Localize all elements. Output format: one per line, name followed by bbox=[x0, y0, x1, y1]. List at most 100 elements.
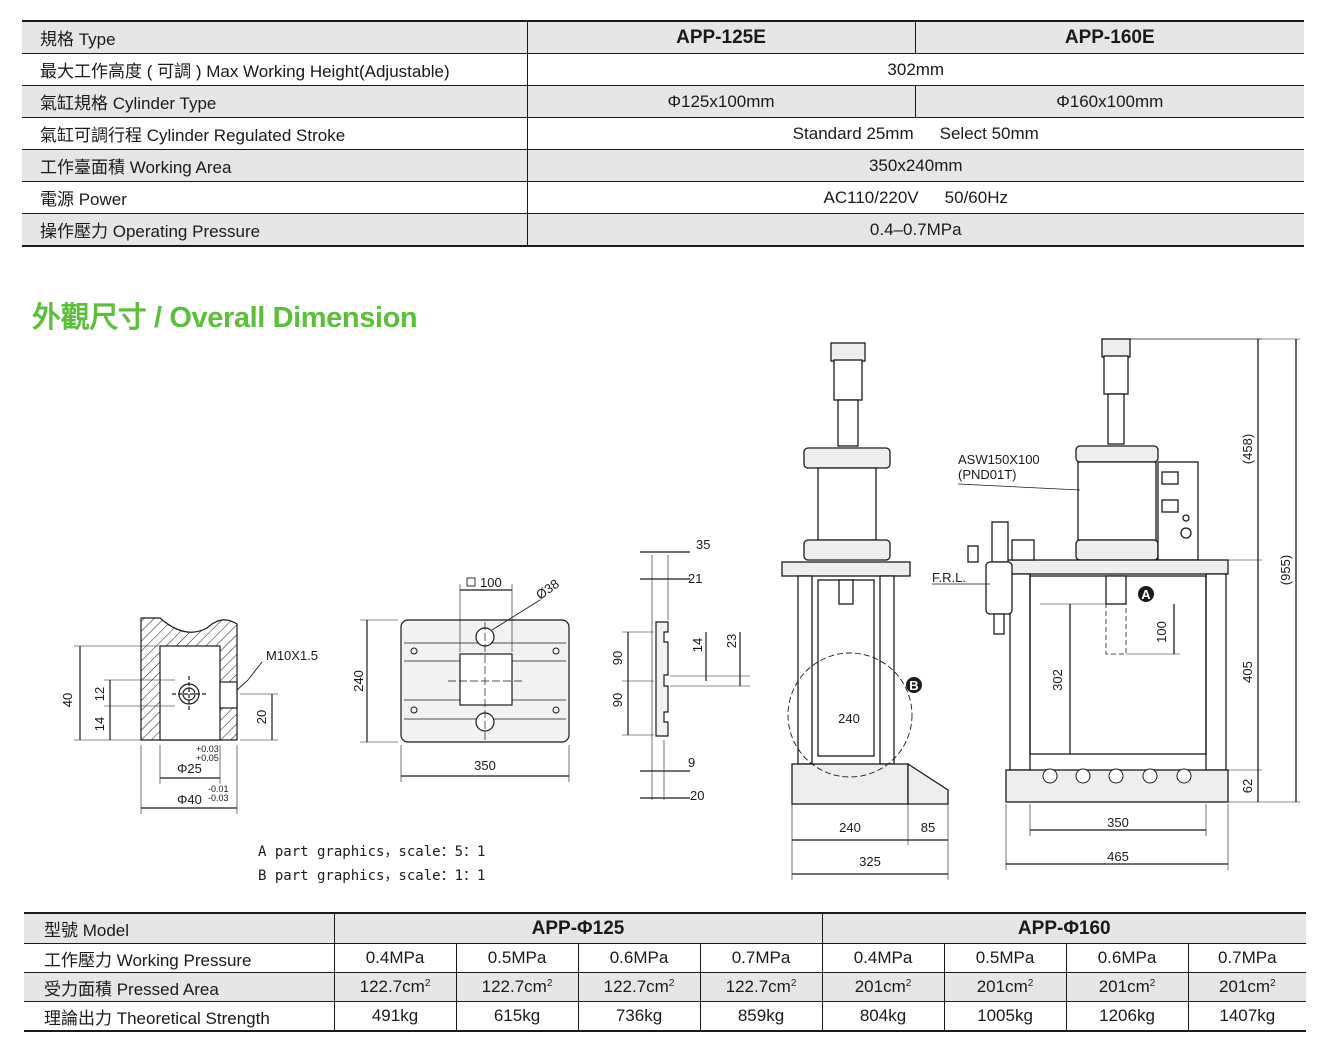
dim-90-lower: 90 bbox=[610, 693, 625, 707]
area-unit-sup: 2 bbox=[546, 978, 553, 989]
stroke-select: Select 50mm bbox=[939, 123, 1039, 143]
press-front-view bbox=[781, 342, 949, 880]
model-cell: 0.5MPa bbox=[944, 943, 1067, 973]
dim-phi25: Φ25 bbox=[177, 761, 202, 776]
spec-row-value-b: Φ160x100mm bbox=[915, 85, 1304, 118]
area-unit-sup: 2 bbox=[1270, 978, 1276, 989]
dim-405: 405 bbox=[1240, 661, 1255, 683]
dim-12: 12 bbox=[92, 687, 107, 701]
spec-row-label: 電源 Power bbox=[22, 181, 528, 214]
dim-23: 23 bbox=[724, 634, 739, 648]
area-unit-sup: 2 bbox=[424, 978, 431, 989]
marker-b: B bbox=[909, 678, 918, 693]
dim-14: 14 bbox=[92, 717, 107, 731]
model-cell: 1005kg bbox=[944, 1001, 1067, 1032]
dim-21: 21 bbox=[688, 571, 702, 586]
spec-row-value: 302mm bbox=[527, 53, 1304, 86]
dim-40: 40 bbox=[60, 693, 75, 707]
area-value: 201cm bbox=[854, 977, 906, 996]
model-header-a: APP-Φ125 bbox=[334, 912, 823, 944]
spec-row: 電源 Power AC110/220V 50/60Hz bbox=[22, 181, 1304, 214]
model-cell: 0.7MPa bbox=[700, 943, 823, 973]
power-frequency: 50/60Hz bbox=[944, 187, 1008, 207]
spec-header-label: 規格 Type bbox=[22, 20, 528, 54]
spec-row: 最大工作高度 ( 可調 ) Max Working Height(Adjusta… bbox=[22, 53, 1304, 86]
dim-100: 100 bbox=[1154, 621, 1169, 643]
marker-a-circle bbox=[1138, 586, 1154, 602]
dim-350: 350 bbox=[474, 758, 496, 773]
caption-part-b: B part graphics，scale：1：1 bbox=[258, 868, 485, 884]
table-top-plan bbox=[360, 577, 570, 782]
model-cell: 201cm2 bbox=[1066, 972, 1189, 1002]
model-cell: 122.7cm2 bbox=[334, 972, 457, 1002]
model-row-strength: 理論出力 Theoretical Strength 491kg 615kg 73… bbox=[24, 1001, 1307, 1032]
power-voltage: AC110/220V bbox=[823, 187, 919, 207]
spec-table: 規格 Type APP-125E APP-160E 最大工作高度 ( 可調 ) … bbox=[22, 20, 1304, 247]
model-cell: 122.7cm2 bbox=[700, 972, 823, 1002]
model-cell: 0.7MPa bbox=[1188, 943, 1307, 973]
spec-row: 氣缸規格 Cylinder Type Φ125x100mm Φ160x100mm bbox=[22, 85, 1304, 118]
dim-62: 62 bbox=[1240, 779, 1255, 793]
marker-b-circle bbox=[906, 677, 922, 693]
model-table: 型號 Model APP-Φ125 APP-Φ160 工作壓力 Working … bbox=[24, 912, 1307, 1032]
dim-325: 325 bbox=[859, 854, 881, 869]
area-value: 201cm bbox=[1098, 977, 1150, 996]
dim-240: 240 bbox=[351, 670, 366, 692]
spec-row-label: 氣缸規格 Cylinder Type bbox=[22, 85, 528, 118]
model-cell: 615kg bbox=[456, 1001, 579, 1032]
dim-square-100: 100 bbox=[480, 575, 502, 590]
dim-phi40-tol-upper: -0.01 bbox=[208, 784, 229, 794]
dim-955: (955) bbox=[1278, 555, 1293, 585]
area-value: 122.7cm bbox=[725, 977, 791, 996]
spec-header-row: 規格 Type APP-125E APP-160E bbox=[22, 20, 1304, 54]
spec-row: 工作臺面積 Working Area 350x240mm bbox=[22, 149, 1304, 182]
model-row-pressure: 工作壓力 Working Pressure 0.4MPa 0.5MPa 0.6M… bbox=[24, 943, 1307, 973]
model-cell: 0.6MPa bbox=[1066, 943, 1189, 973]
dim-302: 302 bbox=[1050, 669, 1065, 691]
model-cell: 859kg bbox=[700, 1001, 823, 1032]
dim-phi40: Φ40 bbox=[177, 792, 202, 807]
spec-row-label: 工作臺面積 Working Area bbox=[22, 149, 528, 182]
area-value: 201cm bbox=[976, 977, 1028, 996]
area-value: 122.7cm bbox=[481, 977, 547, 996]
caption-part-a: A part graphics，scale：5：1 bbox=[258, 844, 485, 860]
model-header-b: APP-Φ160 bbox=[822, 912, 1307, 944]
area-unit-sup: 2 bbox=[668, 978, 675, 989]
spec-row-value: 0.4–0.7MPa bbox=[527, 213, 1304, 247]
model-row-label: 受力面積 Pressed Area bbox=[24, 972, 335, 1002]
dim-240: 240 bbox=[839, 820, 861, 835]
dim-458: (458) bbox=[1240, 434, 1255, 464]
model-cell: 736kg bbox=[578, 1001, 701, 1032]
model-row-label: 工作壓力 Working Pressure bbox=[24, 943, 335, 973]
model-cell: 491kg bbox=[334, 1001, 457, 1032]
model-cell: 201cm2 bbox=[944, 972, 1067, 1002]
dim-9: 9 bbox=[688, 755, 695, 770]
part-a-detail bbox=[74, 617, 278, 814]
dim-phi25-tol-upper: +0.03 bbox=[196, 744, 219, 754]
model-cell: 201cm2 bbox=[1188, 972, 1307, 1002]
area-unit-sup: 2 bbox=[905, 978, 912, 989]
model-cell: 122.7cm2 bbox=[456, 972, 579, 1002]
model-cell: 804kg bbox=[822, 1001, 945, 1032]
spec-row-value-a: Φ125x100mm bbox=[527, 85, 916, 118]
spec-row-label: 操作壓力 Operating Pressure bbox=[22, 213, 528, 247]
model-cell: 122.7cm2 bbox=[578, 972, 701, 1002]
dim-240-inner: 240 bbox=[838, 711, 860, 726]
frl-label: F.R.L. bbox=[932, 570, 966, 585]
t-slot-section bbox=[622, 551, 750, 800]
model-row-label: 理論出力 Theoretical Strength bbox=[24, 1001, 335, 1032]
cylinder-model: ASW150X100 bbox=[958, 452, 1040, 467]
dim-14: 14 bbox=[690, 638, 705, 652]
model-cell: 0.4MPa bbox=[334, 943, 457, 973]
dim-350: 350 bbox=[1107, 815, 1129, 830]
model-cell: 0.4MPa bbox=[822, 943, 945, 973]
section-title: 外觀尺寸 / Overall Dimension bbox=[32, 302, 418, 334]
dim-hole-38: Ø38 bbox=[533, 576, 562, 602]
dim-35: 35 bbox=[696, 537, 710, 552]
model-header-label: 型號 Model bbox=[24, 912, 335, 944]
spec-row: 氣缸可調行程 Cylinder Regulated Stroke Standar… bbox=[22, 117, 1304, 150]
spec-row-label: 最大工作高度 ( 可調 ) Max Working Height(Adjusta… bbox=[22, 53, 528, 86]
area-unit-sup: 2 bbox=[790, 978, 797, 989]
dim-90-upper: 90 bbox=[610, 651, 625, 665]
